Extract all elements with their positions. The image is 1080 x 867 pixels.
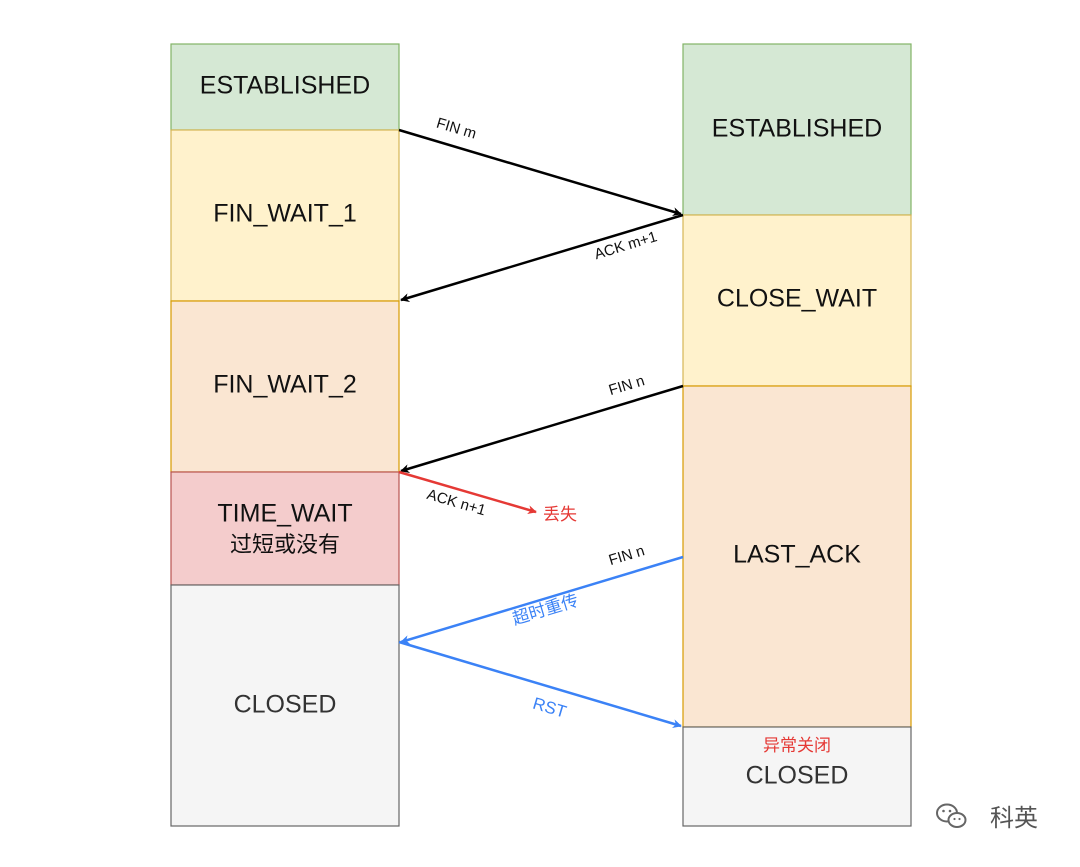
- left-state-time-wait: TIME_WAIT 过短或没有: [170, 471, 400, 586]
- state-label: ESTABLISHED: [712, 115, 882, 143]
- state-label: TIME_WAIT: [217, 500, 352, 528]
- left-column: ESTABLISHED FIN_WAIT_1 FIN_WAIT_2 TIME_W…: [170, 43, 400, 827]
- right-state-established: ESTABLISHED: [682, 43, 912, 216]
- right-state-close-wait: CLOSE_WAIT: [682, 214, 912, 387]
- message-label: ACK n+1: [425, 486, 488, 519]
- retransmit-label: 超时重传: [510, 591, 581, 630]
- state-label: CLOSE_WAIT: [717, 285, 877, 313]
- arrow-rst: RST: [398, 640, 682, 729]
- watermark: 科英: [936, 803, 1038, 832]
- message-label: FIN m: [434, 115, 478, 143]
- right-state-last-ack: LAST_ACK: [682, 385, 912, 728]
- rst-label: RST: [531, 694, 569, 722]
- arrow-ack-m1: ACK m+1: [400, 213, 684, 302]
- message-label: FIN n: [607, 372, 647, 399]
- arrow-fin-n-retransmit: FIN n 超时重传: [400, 542, 684, 644]
- arrow-fin-m: FIN m: [398, 115, 682, 217]
- left-state-established: ESTABLISHED: [170, 43, 400, 131]
- state-label: ESTABLISHED: [200, 72, 370, 100]
- abnormal-close-note: 异常关闭: [763, 736, 831, 756]
- left-state-closed: CLOSED: [170, 584, 400, 827]
- left-state-fin-wait-1: FIN_WAIT_1: [170, 129, 400, 302]
- arrow-fin-n: FIN n: [400, 372, 684, 473]
- state-label: CLOSED: [234, 691, 337, 719]
- watermark-text: 科英: [990, 804, 1038, 832]
- state-label: CLOSED: [746, 762, 849, 790]
- right-state-closed: 异常关闭 CLOSED: [682, 726, 912, 827]
- lost-label: 丢失: [543, 505, 577, 525]
- state-sublabel: 过短或没有: [230, 533, 340, 558]
- state-label: FIN_WAIT_1: [213, 200, 357, 228]
- right-column: ESTABLISHED CLOSE_WAIT LAST_ACK 异常关闭 CLO…: [682, 43, 912, 827]
- state-label: LAST_ACK: [733, 541, 861, 569]
- message-label: FIN n: [607, 542, 647, 569]
- left-state-fin-wait-2: FIN_WAIT_2: [170, 300, 400, 473]
- arrow-ack-n1-lost: ACK n+1 丢失: [398, 470, 577, 525]
- wechat-icon: [936, 803, 967, 828]
- state-label: FIN_WAIT_2: [213, 371, 357, 399]
